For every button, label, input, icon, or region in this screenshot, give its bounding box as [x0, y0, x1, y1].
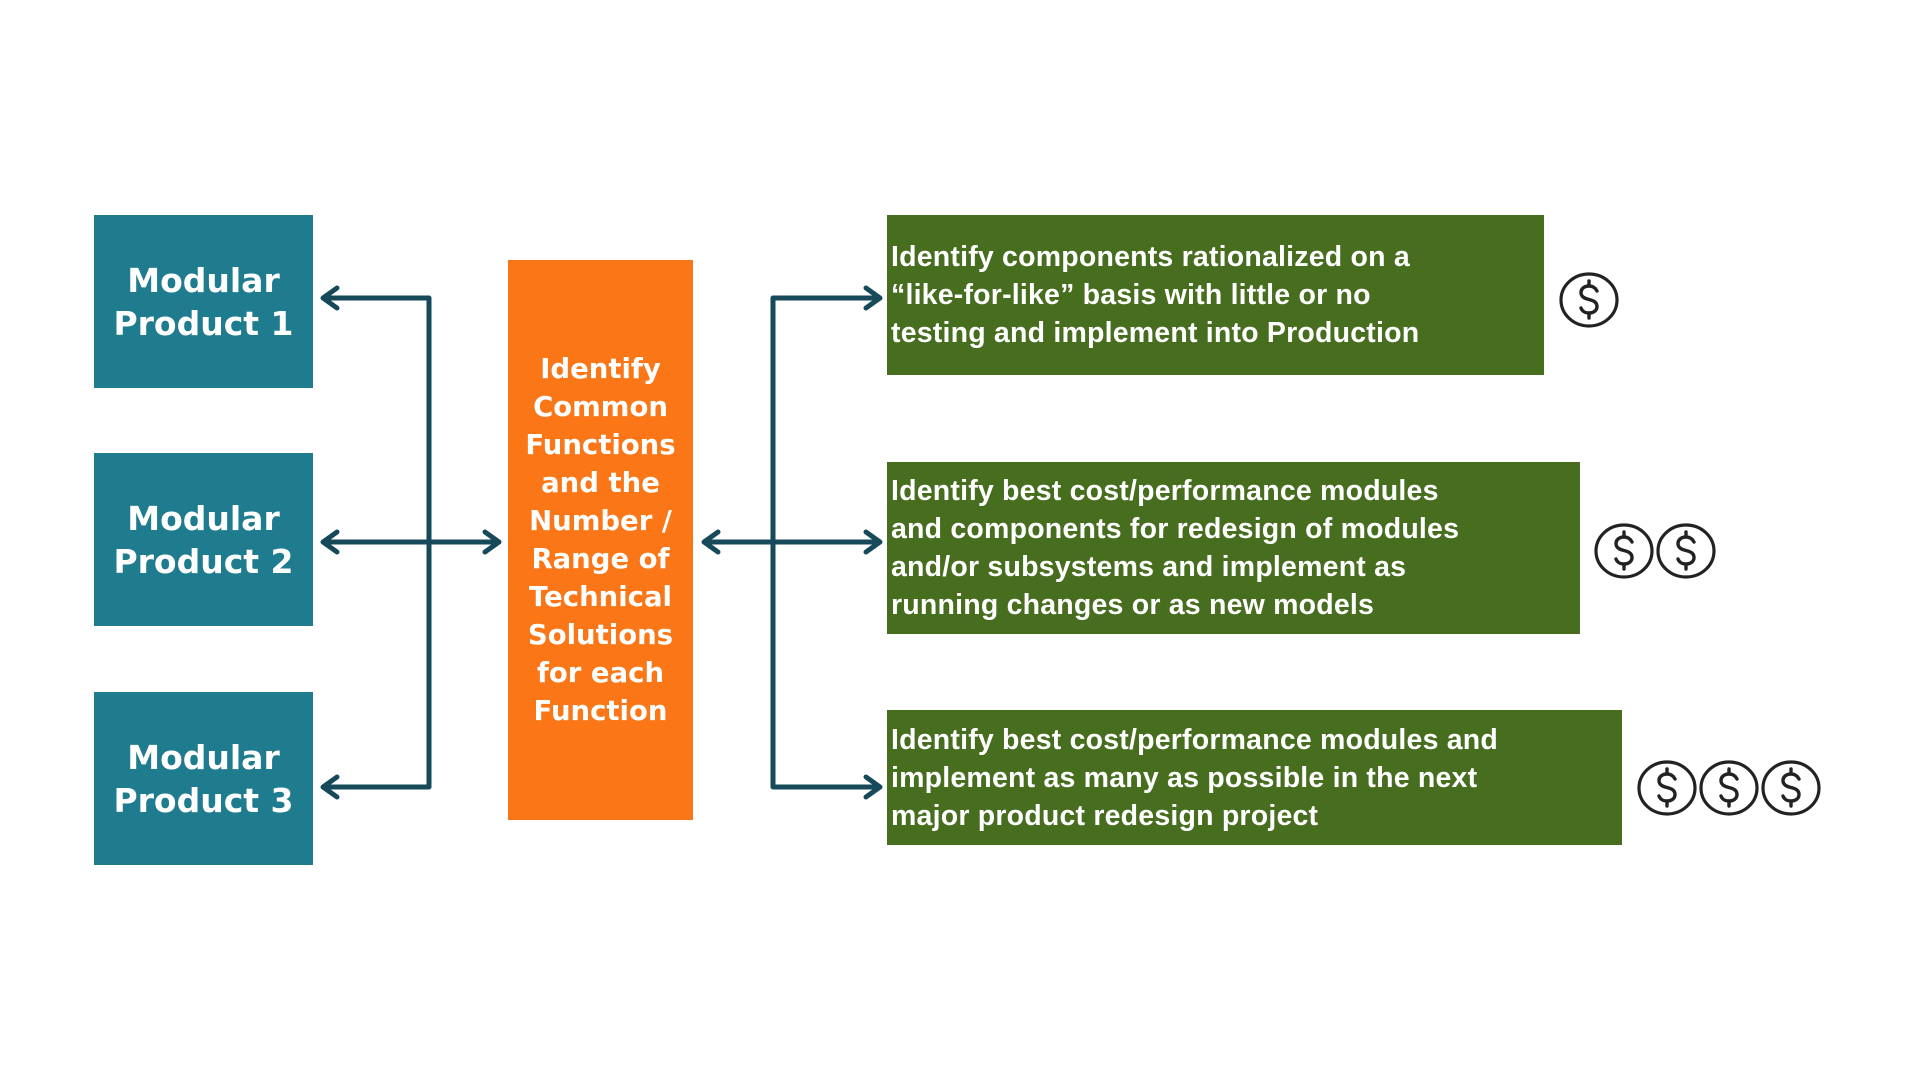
- dollar-coin-icon: [1656, 523, 1716, 579]
- modular-product-2: Modular Product 2: [94, 453, 313, 626]
- arrowhead-product-1: [320, 285, 340, 311]
- outcome-3: Identify best cost/performance modules a…: [887, 710, 1622, 845]
- arrowhead-outcome-1: [863, 285, 883, 311]
- arrowhead-product-2: [320, 529, 340, 555]
- arrowhead-center-out: [701, 529, 721, 555]
- outcome-3-label: Identify best cost/performance modules a…: [891, 723, 1499, 832]
- dollar-coin-icon: [1699, 760, 1759, 816]
- outcome-2: Identify best cost/performance modules a…: [887, 462, 1580, 634]
- common-functions-box: Identify Common Functions and the Number…: [508, 260, 693, 820]
- modular-product-1-label: Modular Product 1: [113, 260, 294, 343]
- dollar-coin-icon: [1594, 523, 1654, 579]
- arrowhead-outcome-3: [863, 774, 883, 800]
- arrowhead-outcome-2: [863, 529, 883, 555]
- modular-product-3: Modular Product 3: [94, 692, 313, 865]
- arrowhead-product-3: [320, 774, 340, 800]
- outcome-1: Identify components rationalized on a “l…: [887, 215, 1544, 375]
- outcome-1-label: Identify components rationalized on a “l…: [891, 241, 1420, 349]
- dollar-coin-icon: [1559, 272, 1619, 328]
- modular-product-3-label: Modular Product 3: [113, 737, 294, 820]
- common-functions-label: Identify Common Functions and the Number…: [525, 353, 676, 727]
- modular-product-2-label: Modular Product 2: [113, 498, 294, 581]
- dollar-coin-icon: [1761, 760, 1821, 816]
- outcome-2-label: Identify best cost/performance modules a…: [891, 475, 1460, 621]
- modular-product-1: Modular Product 1: [94, 215, 313, 388]
- dollar-coin-icon: [1637, 760, 1697, 816]
- arrowhead-center-in: [482, 529, 502, 555]
